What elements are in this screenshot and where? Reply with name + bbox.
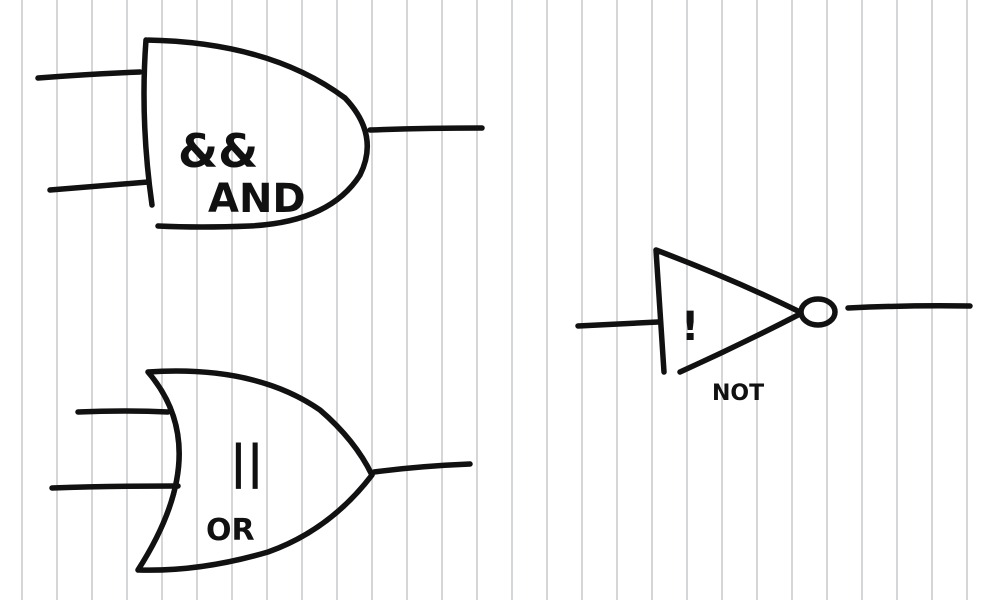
not-gate-body — [653, 247, 803, 375]
not-gate: ! NOT — [575, 247, 973, 406]
or-gate: || OR — [49, 368, 473, 573]
or-gate-input-b — [49, 483, 181, 491]
ruled-lines — [21, 0, 968, 600]
or-gate-symbol: || — [230, 435, 264, 490]
and-gate-body — [141, 37, 370, 230]
and-gate-input-a — [35, 69, 143, 81]
or-gate-output — [371, 461, 473, 475]
not-gate-label: NOT — [712, 381, 764, 406]
not-gate-output — [845, 303, 973, 311]
and-gate: && AND — [35, 37, 485, 230]
and-gate-label: AND — [208, 176, 306, 222]
or-gate-body — [135, 368, 375, 573]
or-gate-input-a — [75, 408, 171, 415]
not-gate-bubble — [798, 296, 838, 328]
not-gate-input — [575, 319, 661, 329]
or-gate-label: OR — [206, 513, 255, 548]
and-gate-output — [367, 125, 485, 133]
not-gate-symbol: ! — [681, 304, 699, 350]
and-gate-symbol: && — [178, 124, 258, 178]
and-gate-input-b — [47, 179, 151, 193]
